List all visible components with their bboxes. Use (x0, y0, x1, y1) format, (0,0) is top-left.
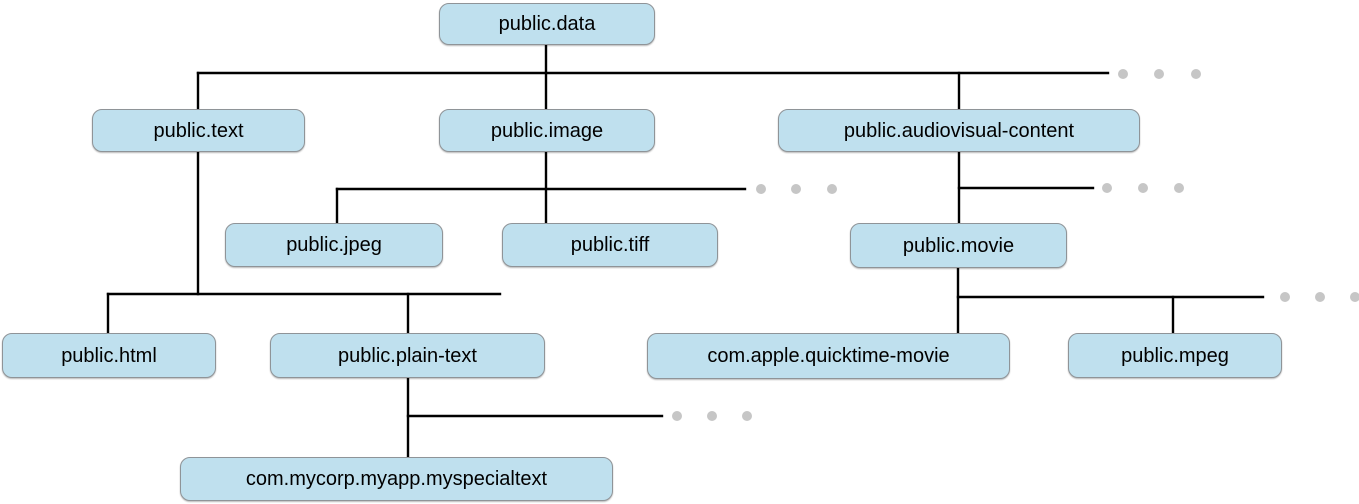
ellipsis-dot (1118, 69, 1128, 79)
ellipsis-dot (791, 184, 801, 194)
node-com-mycorp-myapp-myspecialtext: com.mycorp.myapp.myspecialtext (180, 457, 613, 501)
node-public-text: public.text (92, 109, 305, 152)
ellipsis-dot (1350, 292, 1359, 302)
node-label-public-audiovisual-content: public.audiovisual-content (843, 119, 1075, 142)
node-com-apple-quicktime-movie: com.apple.quicktime-movie (647, 333, 1010, 379)
ellipsis-dot (742, 411, 752, 421)
node-label-public-text: public.text (153, 119, 244, 142)
ellipsis-dot (827, 184, 837, 194)
ellipsis-dot (1315, 292, 1325, 302)
node-label-public-html: public.html (61, 344, 157, 367)
node-label-public-tiff: public.tiff (570, 234, 650, 256)
node-label-public-jpeg: public.jpeg (286, 234, 382, 256)
node-public-data: public.data (439, 3, 655, 45)
node-public-plain-text: public.plain-text (270, 333, 545, 378)
node-public-html: public.html (2, 333, 216, 378)
node-public-mpeg: public.mpeg (1068, 333, 1282, 378)
ellipsis-dot (1191, 69, 1201, 79)
node-label-public-movie: public.movie (902, 234, 1015, 257)
ellipsis-dot (756, 184, 766, 194)
node-public-jpeg: public.jpeg (225, 223, 443, 267)
node-public-movie: public.movie (850, 223, 1067, 268)
node-public-tiff: public.tiff (502, 223, 718, 267)
ellipsis-dot (672, 411, 682, 421)
ellipsis-dot (1280, 292, 1290, 302)
node-label-public-mpeg: public.mpeg (1121, 344, 1229, 367)
ellipsis-dot (1138, 183, 1148, 193)
node-label-public-plain-text: public.plain-text (338, 344, 477, 367)
ellipsis-dot (1174, 183, 1184, 193)
node-label-com-apple-quicktime-movie: com.apple.quicktime-movie (707, 345, 950, 367)
ellipsis-dot (1154, 69, 1164, 79)
node-label-public-data: public.data (498, 13, 596, 35)
node-label-public-image: public.image (490, 119, 604, 142)
ellipsis-dot (707, 411, 717, 421)
node-public-image: public.image (439, 109, 655, 152)
ellipsis-dot (1102, 183, 1112, 193)
node-label-com-mycorp-myapp-myspecialtext: com.mycorp.myapp.myspecialtext (245, 468, 548, 490)
node-public-audiovisual-content: public.audiovisual-content (778, 109, 1140, 152)
